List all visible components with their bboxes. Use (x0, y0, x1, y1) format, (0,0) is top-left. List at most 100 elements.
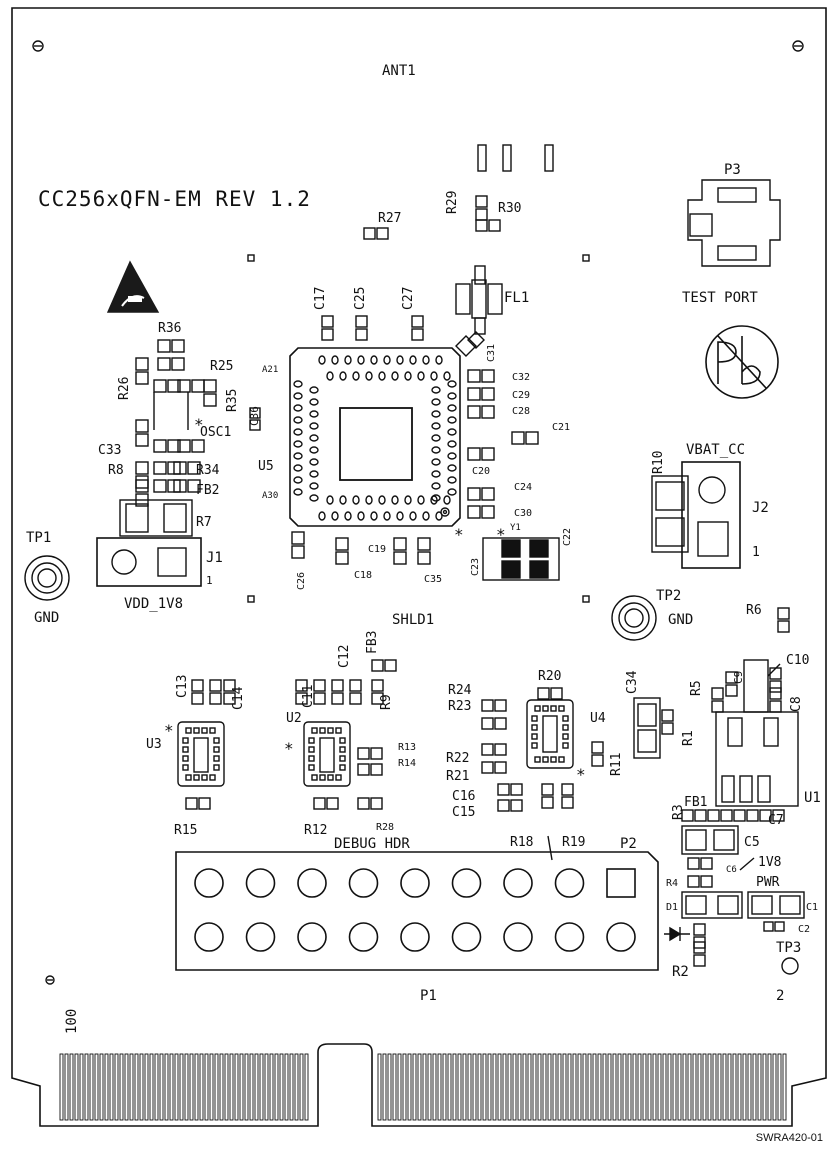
pad (693, 941, 706, 954)
header-pin (297, 922, 327, 952)
edge-finger (104, 1053, 109, 1121)
edge-finger (412, 1053, 417, 1121)
u5-pad (309, 470, 319, 478)
edge-finger (199, 1053, 204, 1121)
pad (393, 537, 407, 551)
u5-pad (404, 371, 412, 381)
pad (135, 475, 149, 489)
label-r30: R30 (498, 201, 521, 216)
edge-finger (557, 1053, 562, 1121)
edge-finger (457, 1053, 462, 1121)
svg-text:*: * (194, 415, 204, 434)
u5-pad (435, 511, 443, 521)
label-r29: R29 (445, 191, 460, 214)
pad (153, 439, 167, 453)
pad (687, 875, 700, 888)
pad (481, 743, 494, 756)
chip-pad (308, 746, 315, 753)
edge-finger (204, 1053, 209, 1121)
edge-finger (69, 1053, 74, 1121)
pad (349, 679, 362, 692)
edge-finger (452, 1053, 457, 1121)
chip-pad (558, 705, 565, 712)
chip-pad (182, 764, 189, 771)
u5-pad (352, 371, 360, 381)
pad (510, 799, 523, 812)
edge-finger (269, 1053, 274, 1121)
edge-finger (747, 1053, 752, 1121)
u5-qfn-chip (289, 347, 461, 527)
label-u4: U4 (590, 711, 606, 726)
edge-connector-fingers (59, 1053, 787, 1121)
label-c16: C16 (452, 789, 475, 804)
label-pwr-1v8: 1V8 (758, 855, 781, 870)
header-pin (554, 868, 585, 898)
u5-pad (431, 446, 441, 454)
header-pin (348, 922, 379, 952)
label-c15: C15 (452, 805, 475, 820)
edge-finger (497, 1053, 502, 1121)
label-r35: R35 (225, 389, 240, 412)
u5-pad (409, 355, 417, 365)
pad (481, 405, 495, 419)
pad (494, 743, 507, 756)
u5-pad (447, 392, 457, 400)
pad (475, 208, 488, 221)
label-r12: R12 (304, 823, 327, 838)
label-p3: P3 (724, 162, 741, 178)
pad (467, 387, 481, 401)
pad (187, 461, 201, 475)
label-r27: R27 (378, 211, 401, 226)
edge-finger (89, 1053, 94, 1121)
pad (467, 369, 481, 383)
edge-finger (552, 1053, 557, 1121)
pad (291, 531, 305, 545)
edge-finger (214, 1053, 219, 1121)
edge-finger (542, 1053, 547, 1121)
chip-pad (558, 756, 565, 763)
edge-finger (442, 1053, 447, 1121)
chip-pad (311, 727, 318, 734)
u5-pad (396, 511, 404, 521)
edge-finger (582, 1053, 587, 1121)
pad (157, 339, 171, 353)
edge-finger (782, 1053, 787, 1121)
pad (772, 809, 785, 822)
chip-pad (308, 755, 315, 762)
pad (355, 315, 368, 328)
edge-finger (229, 1053, 234, 1121)
edge-finger (427, 1053, 432, 1121)
chip-pad (182, 737, 189, 744)
edge-finger (602, 1053, 607, 1121)
edge-finger (507, 1053, 512, 1121)
u5-pad (339, 495, 347, 505)
chip-pad (209, 774, 216, 781)
edge-finger (219, 1053, 224, 1121)
u5-pad (447, 488, 457, 496)
u5-pad (431, 386, 441, 394)
u5-pad (318, 355, 326, 365)
edge-finger (672, 1053, 677, 1121)
edge-finger (239, 1053, 244, 1121)
label-c32: C32 (512, 372, 530, 383)
pad (467, 505, 481, 519)
pad (481, 761, 494, 774)
edge-finger (547, 1053, 552, 1121)
chip-pad (319, 774, 326, 781)
edge-finger (164, 1053, 169, 1121)
header-pin (194, 922, 224, 952)
u5-pad (431, 410, 441, 418)
edge-finger (607, 1053, 612, 1121)
label-p2: P2 (620, 836, 637, 852)
u5-pad (417, 495, 425, 505)
edge-finger (512, 1053, 517, 1121)
pad (417, 551, 431, 565)
header-pin-1 (606, 868, 636, 898)
pad (167, 379, 181, 393)
pad (497, 783, 510, 796)
label-j1: J1 (206, 550, 223, 566)
edge-finger (472, 1053, 477, 1121)
label-c28: C28 (512, 406, 530, 417)
u5-pad (431, 422, 441, 430)
pad (349, 692, 362, 705)
